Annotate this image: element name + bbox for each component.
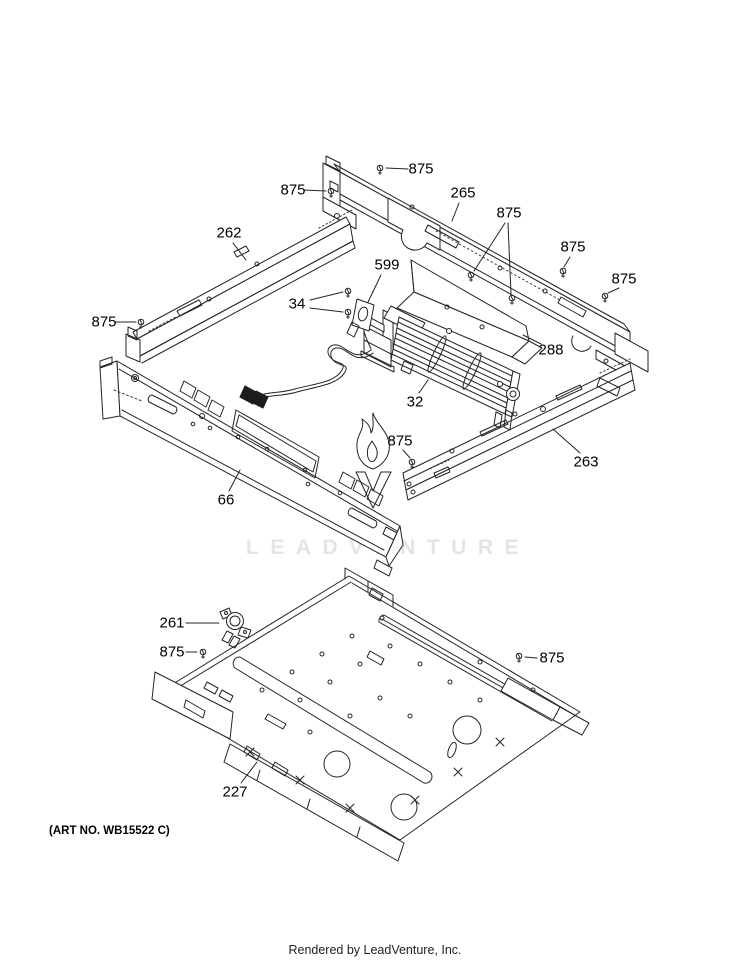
callout-875: 875 (560, 238, 586, 256)
screws-34 (344, 287, 352, 319)
callout-599: 599 (374, 256, 400, 274)
callout-265: 265 (450, 184, 476, 202)
part-265-rear-support (322, 155, 649, 376)
callout-875: 875 (611, 270, 637, 288)
part-261-thermostat (219, 607, 252, 649)
callout-261: 261 (159, 614, 185, 632)
part-66-control-panel-support (99, 356, 404, 577)
callout-875: 875 (496, 204, 522, 222)
part-262-left-rail (125, 209, 356, 364)
callout-34: 34 (288, 295, 306, 313)
flame-v-icon (355, 471, 392, 509)
callout-288: 288 (538, 341, 564, 359)
art-number: (ART NO. WB15522 C) (49, 825, 170, 837)
callout-875: 875 (408, 160, 434, 178)
callout-875: 875 (159, 643, 185, 661)
footer-credit: Rendered by LeadVenture, Inc. (288, 943, 462, 957)
part-227-bottom-pan (151, 567, 590, 862)
callout-227: 227 (222, 783, 248, 801)
callout-875: 875 (387, 432, 413, 450)
wire-harness (239, 330, 374, 409)
part-32-crossflow-fan (360, 305, 521, 431)
callout-66: 66 (217, 491, 235, 509)
part-288-deflector (396, 259, 543, 365)
part-263-right-rail (402, 358, 636, 501)
flame-icon (356, 412, 390, 470)
callout-263: 263 (573, 453, 599, 471)
callout-875: 875 (539, 649, 565, 667)
callout-262: 262 (216, 224, 242, 242)
part-599-switch (346, 298, 375, 338)
callout-leader-lines (115, 167, 620, 784)
callout-32: 32 (406, 393, 424, 411)
callout-875: 875 (91, 313, 117, 331)
callout-875: 875 (280, 181, 306, 199)
